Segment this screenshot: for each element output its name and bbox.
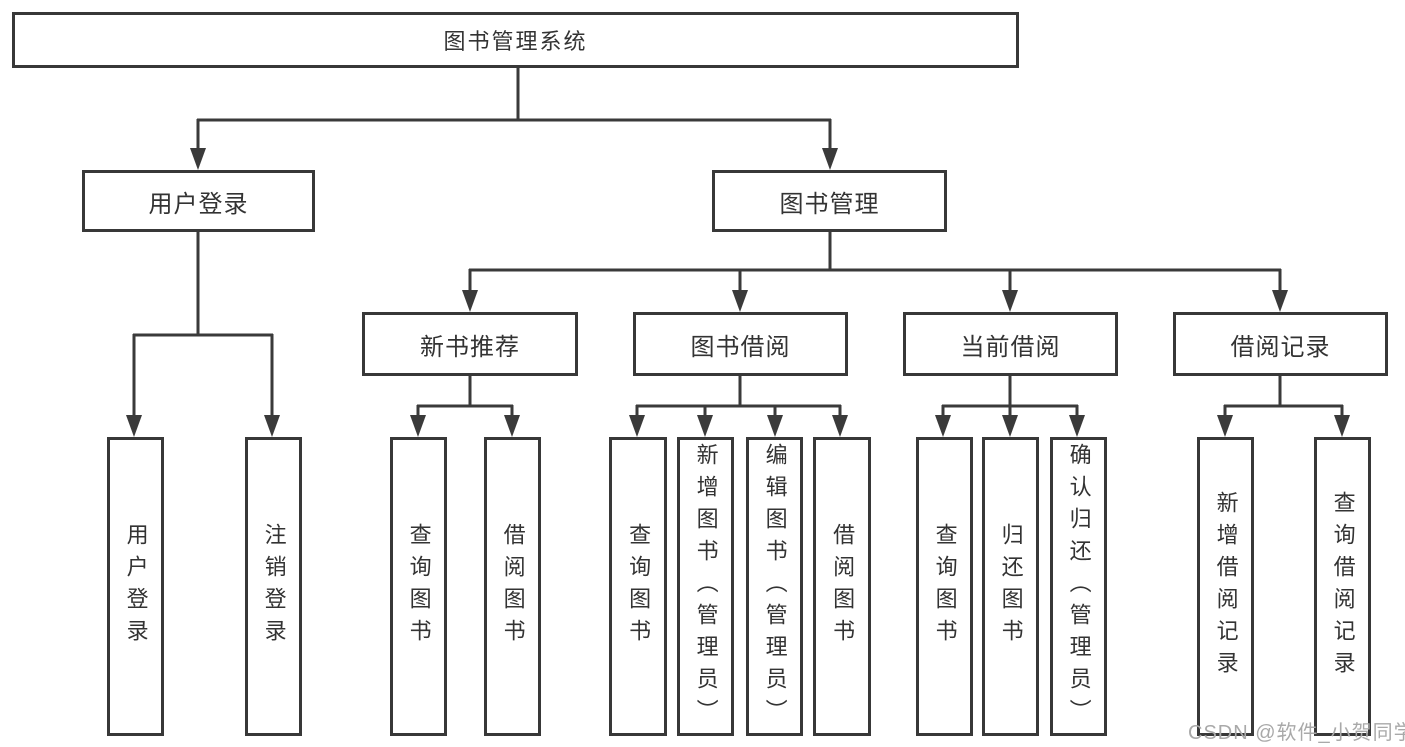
leaf-query-books-current: 查询图书 [916, 437, 973, 736]
arrow-down-icon [767, 415, 783, 437]
arrow-down-icon [1217, 415, 1233, 437]
node-user-login: 用户登录 [82, 170, 315, 232]
arrow-down-icon [732, 290, 748, 312]
arrow-down-icon [832, 415, 848, 437]
arrowhead-group [126, 148, 1350, 437]
arrow-down-icon [1272, 290, 1288, 312]
leaf-borrow-books: 借阅图书 [813, 437, 871, 736]
connector-lines [132, 66, 1344, 419]
arrow-down-icon [935, 415, 951, 437]
leaf-user-login: 用户登录 [107, 437, 164, 736]
arrow-down-icon [190, 148, 206, 170]
arrow-down-icon [410, 415, 426, 437]
leaf-borrow-books-recommend: 借阅图书 [484, 437, 541, 736]
node-book-management: 图书管理 [712, 170, 947, 232]
arrow-down-icon [126, 415, 142, 437]
node-new-book-recommend: 新书推荐 [362, 312, 578, 376]
arrow-down-icon [822, 148, 838, 170]
leaf-add-borrow-record: 新增借阅记录 [1197, 437, 1254, 736]
arrow-down-icon [1002, 290, 1018, 312]
arrow-down-icon [462, 290, 478, 312]
leaf-query-books-recommend: 查询图书 [390, 437, 447, 736]
node-borrowing-records: 借阅记录 [1173, 312, 1388, 376]
leaf-return-books: 归还图书 [982, 437, 1039, 736]
arrow-down-icon [264, 415, 280, 437]
node-library-system: 图书管理系统 [12, 12, 1019, 68]
node-current-borrowing: 当前借阅 [903, 312, 1118, 376]
leaf-confirm-return-admin: 确认归还（管理员） [1050, 437, 1107, 736]
arrow-down-icon [1334, 415, 1350, 437]
leaf-add-book-admin: 新增图书（管理员） [677, 437, 734, 736]
leaf-edit-book-admin: 编辑图书（管理员） [746, 437, 803, 736]
arrow-down-icon [629, 415, 645, 437]
arrow-down-icon [1002, 415, 1018, 437]
leaf-logout: 注销登录 [245, 437, 302, 736]
arrow-down-icon [1069, 415, 1085, 437]
leaf-query-books-borrow: 查询图书 [609, 437, 667, 736]
leaf-query-borrow-record: 查询借阅记录 [1314, 437, 1371, 736]
node-book-borrowing: 图书借阅 [633, 312, 848, 376]
arrow-down-icon [697, 415, 713, 437]
watermark: CSDN @软件_小贺同学 [1188, 722, 1405, 744]
arrow-down-icon [504, 415, 520, 437]
